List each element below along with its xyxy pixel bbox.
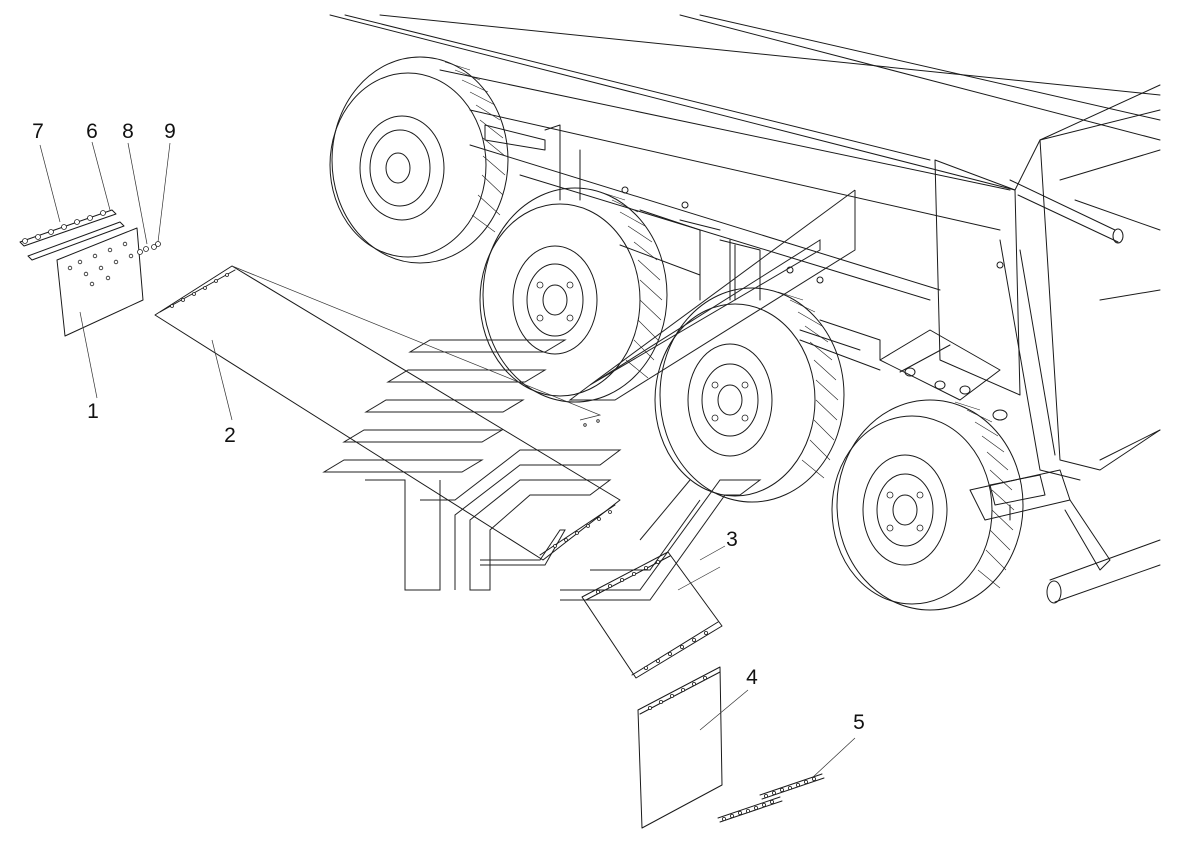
trailer-body bbox=[329, 14, 1161, 604]
part-2-long-strip bbox=[154, 265, 621, 561]
part-6-strip bbox=[19, 209, 125, 261]
leader-lines bbox=[39, 141, 856, 779]
callout-7: 7 bbox=[32, 120, 44, 143]
part-9-nuts bbox=[151, 241, 161, 250]
callout-6: 6 bbox=[86, 120, 98, 143]
watermark-logo bbox=[322, 189, 856, 601]
part-3-flap bbox=[581, 551, 723, 679]
wheel-2 bbox=[479, 187, 668, 403]
wheel-4 bbox=[831, 399, 1024, 611]
callout-4: 4 bbox=[746, 666, 758, 689]
callout-5: 5 bbox=[853, 711, 865, 734]
callout-3: 3 bbox=[726, 528, 738, 551]
callout-9: 9 bbox=[164, 120, 176, 143]
part-4-flap bbox=[637, 666, 723, 829]
part-1-mudflap bbox=[56, 227, 144, 337]
wheel-3 bbox=[654, 287, 845, 503]
wheel-1 bbox=[329, 56, 509, 264]
callout-2: 2 bbox=[224, 424, 236, 447]
part-5-fastener-strips bbox=[717, 773, 825, 823]
part-7-bolts bbox=[22, 210, 106, 244]
callout-1: 1 bbox=[87, 400, 99, 423]
callout-8: 8 bbox=[122, 120, 134, 143]
part-8-washers bbox=[137, 246, 149, 255]
